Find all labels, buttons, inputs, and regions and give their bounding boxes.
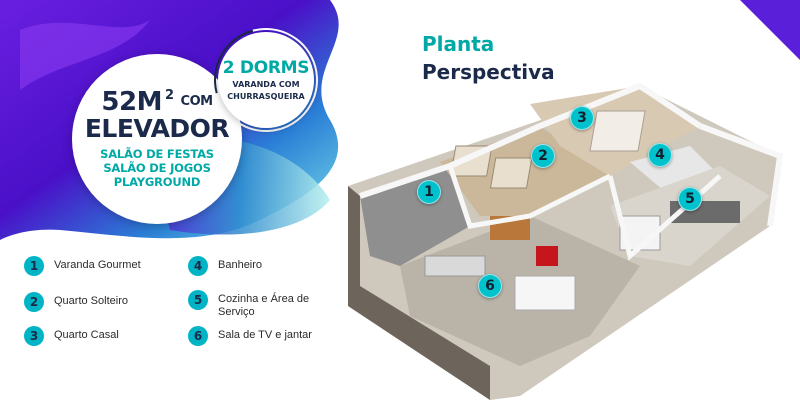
dorms-title: 2 DORMS — [222, 57, 310, 78]
room-marker-6: 6 — [478, 274, 502, 298]
legend-number: 6 — [188, 326, 208, 346]
amenity-salao-jogos: SALÃO DE JOGOS — [103, 161, 211, 175]
legend-number: 4 — [188, 256, 208, 276]
legend-number: 5 — [188, 290, 208, 310]
legend-label: Banheiro — [218, 259, 263, 271]
amenity-playground: PLAYGROUND — [113, 175, 201, 189]
elevator-text: ELEVADOR — [84, 114, 230, 143]
legend-item: 1 Varanda Gourmet — [24, 256, 164, 276]
legend-label: Quarto Solteiro — [54, 295, 128, 307]
legend-item: 5 Cozinha e Área de Serviço — [188, 290, 328, 319]
legend-item: 4 Banheiro — [188, 256, 328, 276]
legend-number: 3 — [24, 326, 44, 346]
area-unit-exponent: 2 — [164, 88, 174, 103]
legend-item: 6 Sala de TV e jantar — [188, 326, 328, 346]
floor-plan-perspective: 1 2 3 4 5 6 — [340, 66, 800, 400]
legend-label: Sala de TV e jantar — [218, 329, 312, 341]
floor-plan-drawing — [348, 82, 784, 400]
room-marker-2: 2 — [531, 144, 555, 168]
legend-number: 1 — [24, 256, 44, 276]
page-title-line1: Planta — [422, 32, 495, 56]
area-badge: 52M 2 COM ELEVADOR SALÃO DE FESTAS SALÃO… — [72, 54, 242, 224]
area-value: 52M — [101, 87, 162, 117]
room-marker-3: 3 — [570, 106, 594, 130]
amenity-salao-festas: SALÃO DE FESTAS — [100, 147, 214, 161]
page-title-line2: Perspectiva — [422, 60, 555, 84]
room-marker-4: 4 — [648, 143, 672, 167]
legend-item: 3 Quarto Casal — [24, 326, 164, 346]
room-marker-5: 5 — [678, 187, 702, 211]
legend-label: Varanda Gourmet — [54, 259, 141, 271]
dorms-badge: 2 DORMS VARANDA COM CHURRASQUEIRA — [218, 32, 314, 128]
area-size: 52M 2 COM — [101, 87, 214, 117]
legend-number: 2 — [24, 292, 44, 312]
legend-item: 2 Quarto Solteiro — [24, 292, 164, 312]
area-com: COM — [180, 94, 214, 109]
dorms-subtitle-1: VARANDA COM — [232, 79, 300, 89]
legend-label: Quarto Casal — [54, 329, 119, 341]
room-marker-1: 1 — [417, 180, 441, 204]
legend-label: Cozinha e Área de Serviço — [218, 293, 310, 318]
dorms-subtitle-2: CHURRASQUEIRA — [227, 91, 305, 101]
room-legend: 1 Varanda Gourmet 2 Quarto Solteiro 3 Qu… — [24, 256, 324, 386]
